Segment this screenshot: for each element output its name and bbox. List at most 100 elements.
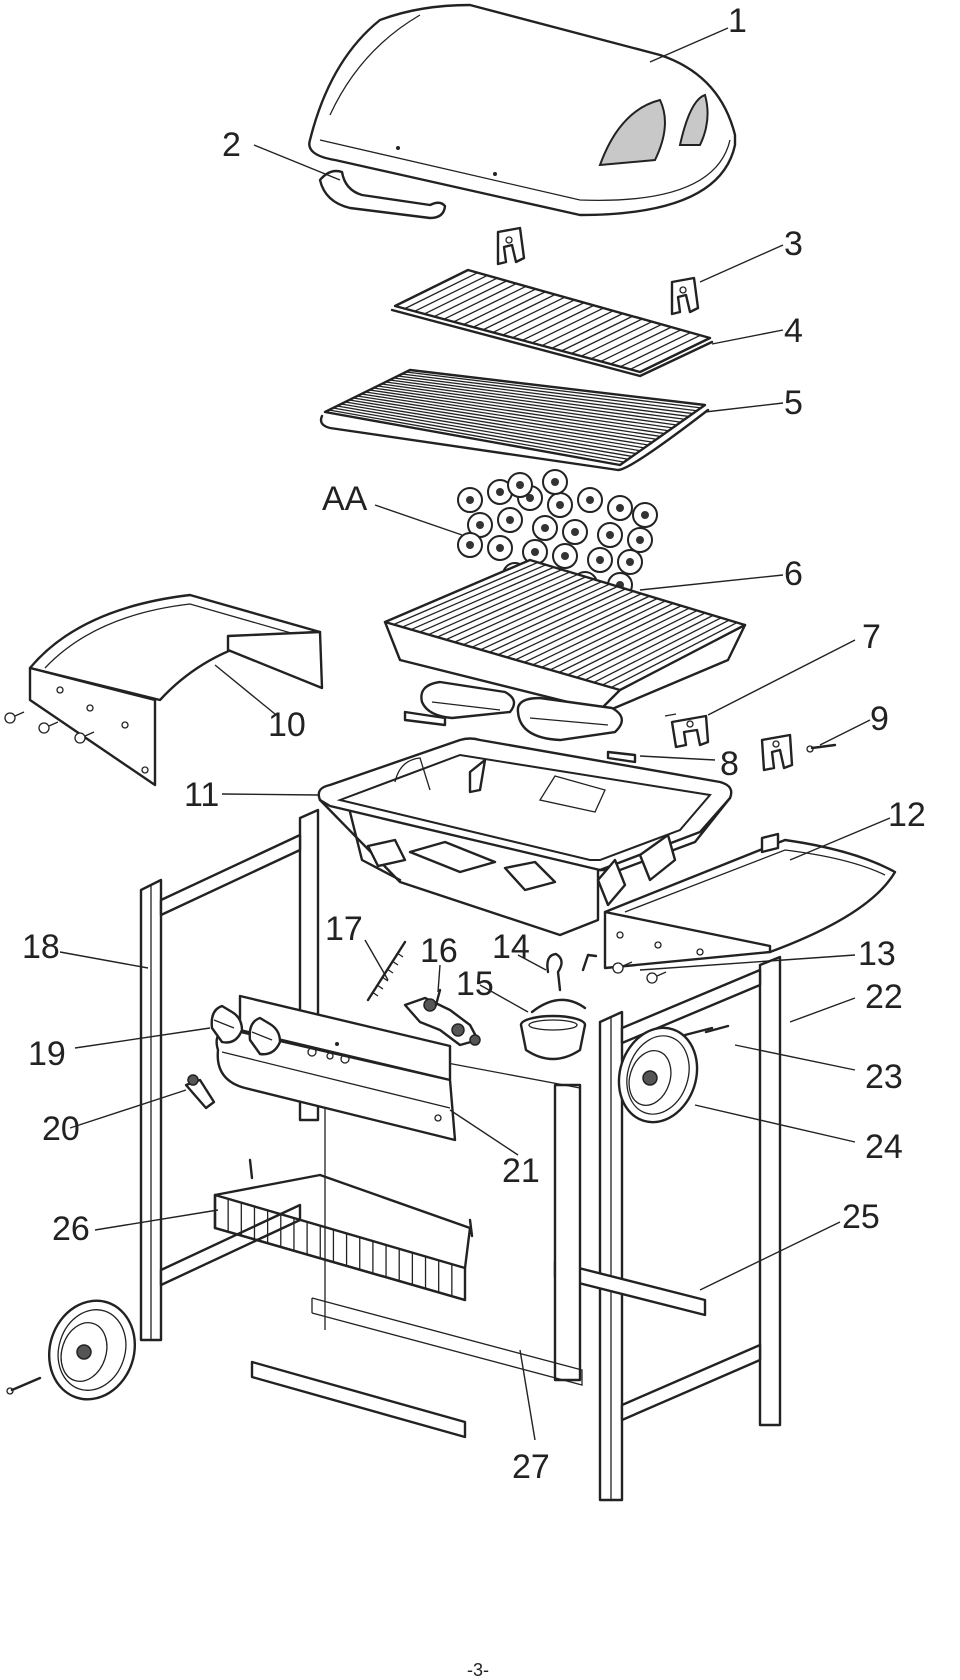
part-wheel-left (6, 1299, 137, 1401)
wire-bar (463, 288, 537, 326)
wire-bar (414, 274, 488, 312)
part-left-side-shelf (4, 593, 324, 787)
label-part-8: 8 (720, 745, 739, 783)
wire-bar (531, 307, 604, 344)
wire-bar (424, 277, 498, 315)
wire-bar (567, 609, 698, 676)
wire-bar (337, 405, 633, 458)
label-part-13: 13 (858, 935, 896, 973)
wire-bar (361, 393, 657, 440)
part-warming-rack (390, 268, 714, 378)
wire-bar (471, 583, 610, 648)
wire-bar (561, 315, 633, 352)
wire-bar (590, 323, 662, 360)
wire-bar (610, 622, 738, 689)
label-part-26: 26 (52, 1210, 90, 1248)
lava-rock-pore (531, 548, 539, 556)
label-part-7: 7 (862, 618, 881, 656)
part-igniter (184, 1074, 216, 1110)
lava-rock-pore (496, 544, 504, 552)
wire-bar (463, 581, 602, 646)
wire-bar (558, 607, 690, 673)
wire-bar (328, 409, 625, 463)
wire-bar (402, 564, 547, 628)
label-part-17: 17 (325, 910, 363, 948)
label-part-2: 2 (222, 126, 241, 164)
wire-bar (512, 302, 585, 339)
label-part-25: 25 (842, 1198, 880, 1236)
wire-bar (357, 395, 653, 443)
leader-lines (59, 27, 891, 1441)
wire-bar (453, 285, 527, 323)
wire-bar (593, 617, 722, 684)
wire-bar (443, 283, 517, 320)
wire-bar (369, 389, 665, 435)
wire-bar (620, 331, 691, 368)
wire-bar (541, 602, 674, 668)
wire-bar (550, 605, 682, 671)
wire-bar (341, 403, 637, 455)
label-part-21: 21 (502, 1152, 540, 1190)
wire-bar (404, 272, 478, 310)
wire-bar (502, 299, 575, 336)
label-part-4: 4 (784, 312, 803, 350)
wire-bar (401, 373, 697, 412)
lava-rock-pore (496, 488, 504, 496)
wire-bar (389, 379, 685, 420)
part-firebox (317, 737, 733, 937)
label-part-23: 23 (865, 1058, 903, 1096)
wire-bar (436, 573, 579, 638)
wire-bar (454, 578, 594, 643)
lava-rock-pore (636, 536, 644, 544)
wire-bar (576, 612, 706, 678)
lava-rock-pore (556, 501, 564, 509)
wire-bar (393, 561, 539, 626)
label-part-24: 24 (865, 1128, 903, 1166)
wire-bar (385, 381, 681, 423)
part-right-side-shelf (603, 832, 897, 984)
wire-bar (365, 391, 661, 438)
lava-rock-pore (561, 552, 569, 560)
lava-rock-pore (606, 531, 614, 539)
wire-bar (480, 585, 618, 651)
part-lid (308, 3, 737, 217)
label-part-1: 1 (728, 2, 747, 40)
wire-bar (602, 619, 730, 686)
lava-rock-pore (626, 558, 634, 566)
wire-bar (497, 590, 634, 656)
lava-rock-pore (506, 516, 514, 524)
wire-bar (332, 407, 629, 460)
lava-rock-pore (571, 528, 579, 536)
lava-rock-pore (466, 541, 474, 549)
wire-bar (482, 293, 556, 331)
wire-bar (532, 600, 666, 666)
lava-rock-pore (476, 521, 484, 529)
wire-bar (349, 399, 645, 449)
wire-bar (580, 321, 653, 357)
label-part-19: 19 (28, 1035, 66, 1073)
label-part-10: 10 (268, 706, 306, 744)
wire-bar (428, 571, 571, 636)
wire-bar (551, 312, 624, 349)
label-part-22: 22 (865, 978, 903, 1016)
lava-rock-pore (526, 494, 534, 502)
label-part-20: 20 (42, 1110, 80, 1148)
part-valve-and-ignition-wire (366, 940, 481, 1047)
part-brackets-7-9 (664, 713, 837, 772)
wire-bar (600, 326, 672, 363)
part-labels: 1 2 3 4 5 AA 6 7 8 9 10 11 12 13 14 15 1… (22, 2, 926, 1486)
label-part-11: 11 (184, 776, 219, 814)
label-part-16: 16 (420, 932, 458, 970)
wire-bar (584, 614, 714, 681)
label-part-12: 12 (888, 796, 926, 834)
wire-bar (629, 334, 701, 370)
wire-bar (571, 318, 643, 355)
part-wheel-right (617, 1024, 730, 1124)
label-part-6: 6 (784, 555, 803, 593)
wire-bar (433, 280, 508, 318)
wire-bar (489, 588, 626, 653)
wire-bar (445, 576, 587, 641)
lava-rock-pore (516, 481, 524, 489)
